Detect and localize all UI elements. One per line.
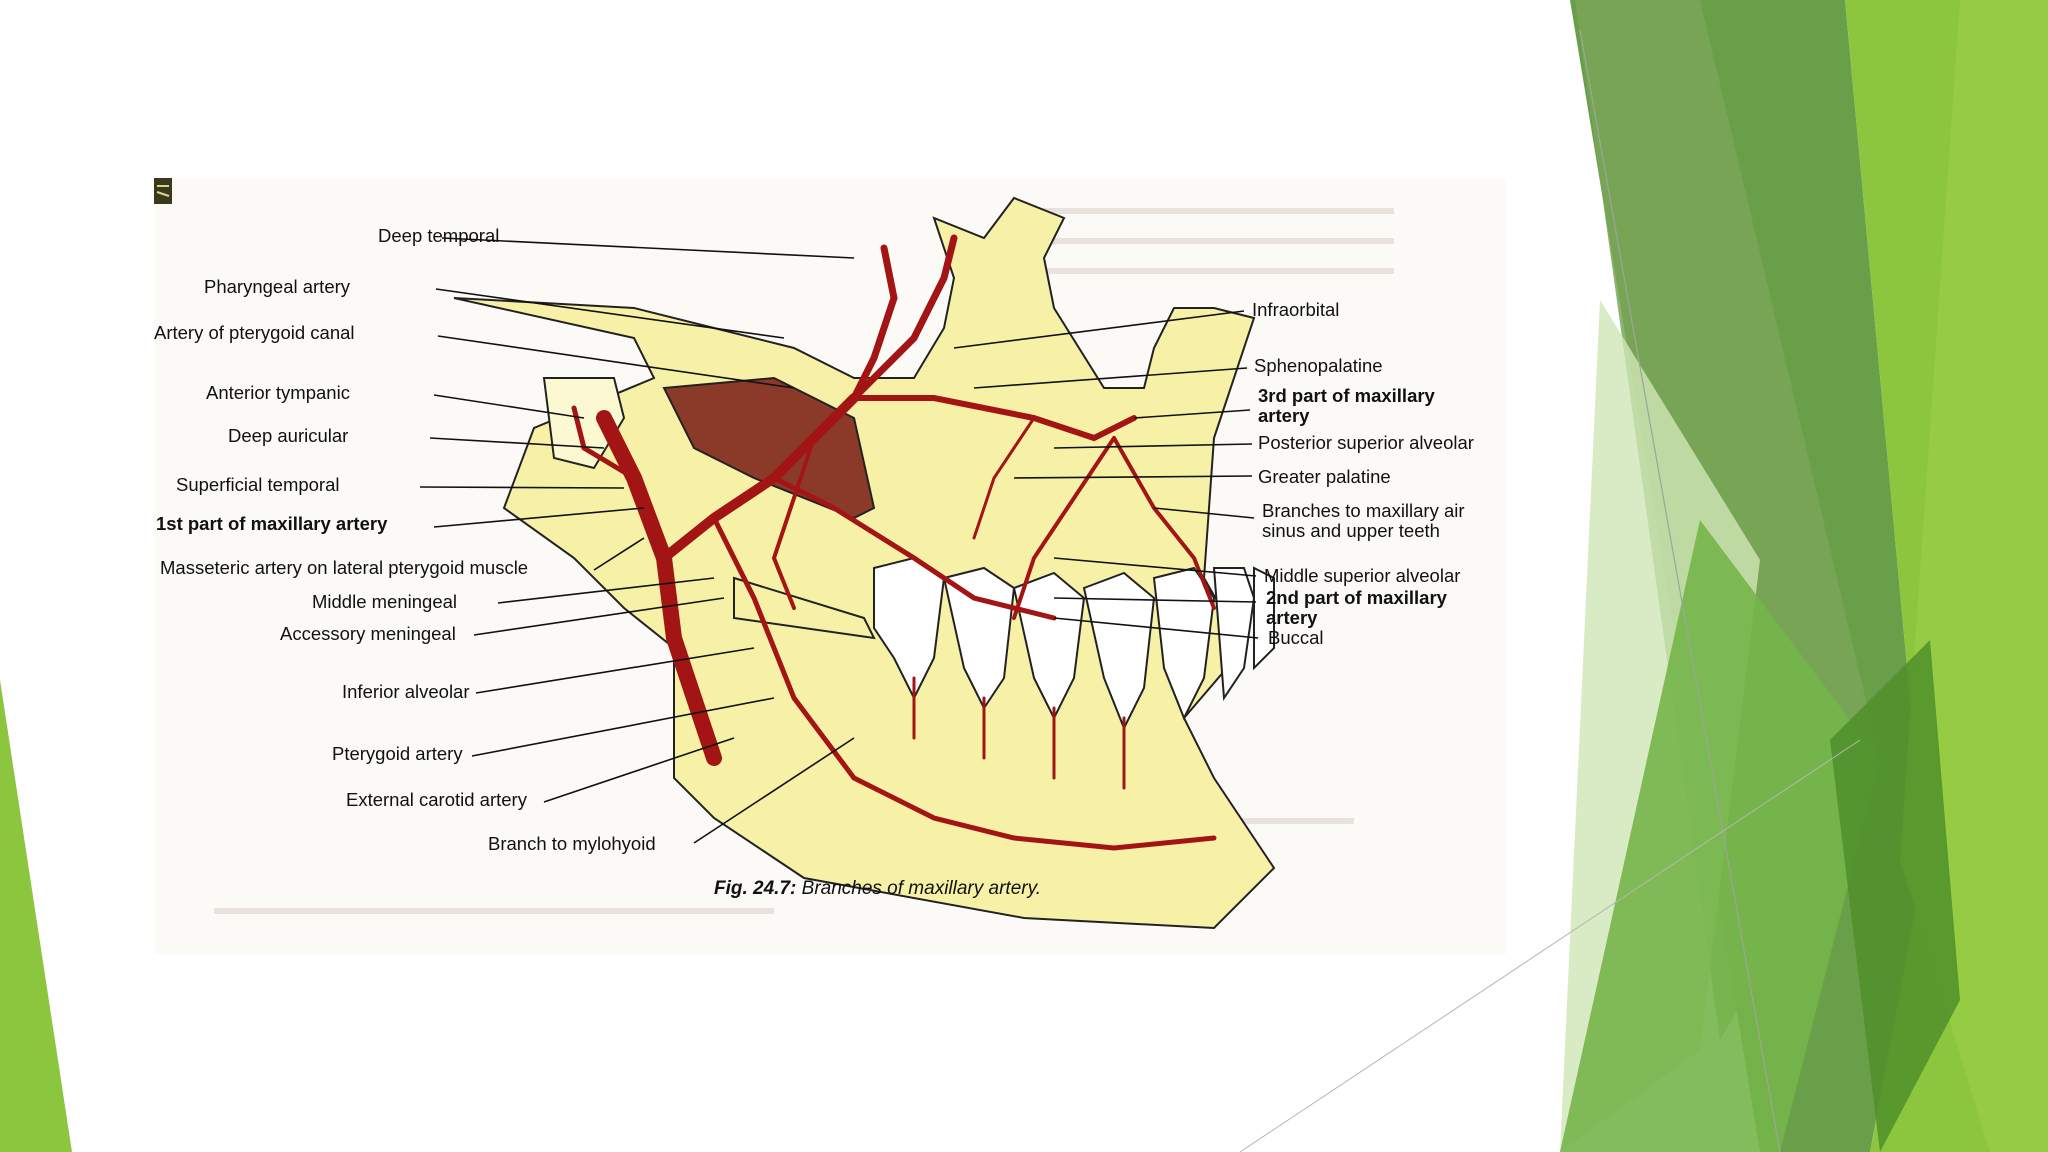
label-accessory-meningeal: Accessory meningeal	[280, 623, 456, 644]
leader-lines	[419, 237, 1259, 844]
label-masseteric-artery: Masseteric artery on lateral pterygoid m…	[160, 557, 529, 578]
label-buccal: Buccal	[1268, 627, 1324, 648]
figure-caption: Fig. 24.7: Branches of maxillary artery.	[714, 878, 1041, 900]
lateral-pterygoid-muscle	[662, 376, 876, 520]
thin-diagonal-line-2	[1239, 739, 1861, 1152]
page-corner-mark-icon	[154, 178, 172, 204]
label-artery-of-pterygoid-canal: Artery of pterygoid canal	[154, 322, 355, 343]
skull-bone	[453, 196, 1276, 930]
label-1st-part-of-maxillary-artery: 1st part of maxillary artery	[156, 513, 388, 534]
label-greater-palatine: Greater palatine	[1258, 466, 1391, 487]
figure-caption-label: Fig. 24.7:	[714, 878, 797, 899]
maxillary-artery-figure: Deep temporal Pharyngeal artery Artery o…	[154, 178, 1506, 954]
label-middle-meningeal: Middle meningeal	[312, 591, 458, 612]
right-mid-green-facet	[1560, 520, 1880, 1152]
label-2nd-part-of-maxillary-artery: 2nd part of maxillary artery	[1266, 587, 1447, 628]
thin-diagonal-line	[1579, 29, 1781, 1152]
label-branches-to-maxillary-air-sinus: Branches to maxillary air sinus and uppe…	[1262, 500, 1465, 541]
label-anterior-tympanic: Anterior tympanic	[206, 382, 350, 403]
label-deep-temporal: Deep temporal	[378, 225, 500, 246]
label-sphenopalatine: Sphenopalatine	[1254, 355, 1383, 376]
left-green-wedge	[0, 680, 72, 1152]
figure-caption-text: Branches of maxillary artery.	[801, 878, 1041, 899]
label-deep-auricular: Deep auricular	[228, 425, 349, 446]
label-3rd-part-of-maxillary-artery: 3rd part of maxillary artery	[1258, 385, 1435, 426]
label-pharyngeal-artery: Pharyngeal artery	[204, 276, 351, 297]
label-inferior-alveolar: Inferior alveolar	[342, 681, 470, 702]
label-middle-superior-alveolar: Middle superior alveolar	[1264, 565, 1461, 586]
label-external-carotid-artery: External carotid artery	[346, 789, 527, 810]
right-deep-green-facet	[1830, 640, 1960, 1152]
label-branch-to-mylohyoid: Branch to mylohyoid	[488, 833, 656, 854]
teeth	[873, 556, 1275, 731]
arteries	[571, 234, 1217, 851]
label-superficial-temporal: Superficial temporal	[176, 474, 340, 495]
anatomy-illustration	[214, 196, 1394, 930]
label-posterior-superior-alveolar: Posterior superior alveolar	[1258, 432, 1474, 453]
label-pterygoid-artery: Pterygoid artery	[332, 743, 463, 764]
label-infraorbital: Infraorbital	[1252, 299, 1340, 320]
